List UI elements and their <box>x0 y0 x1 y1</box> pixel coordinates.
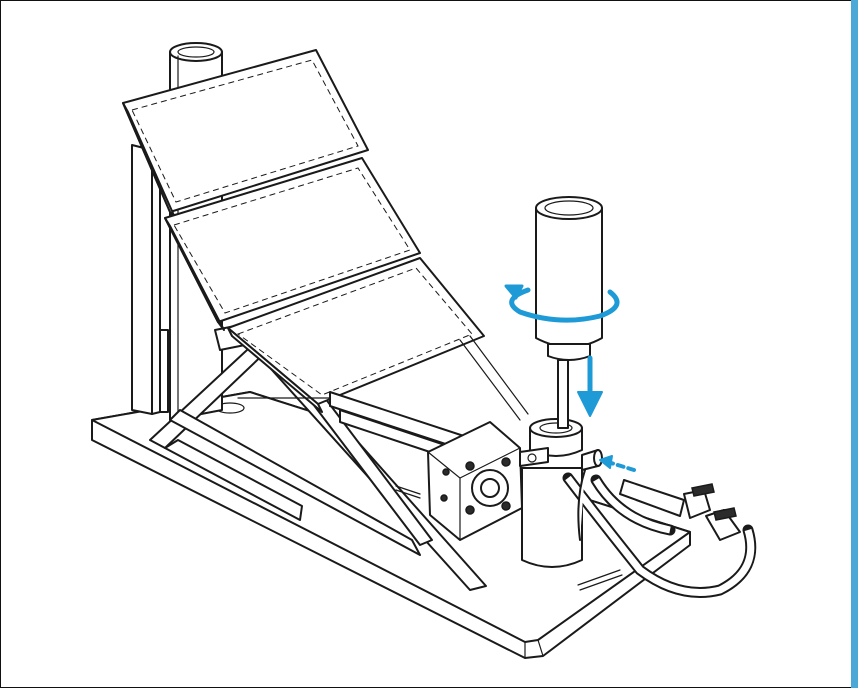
pump-head <box>395 421 523 541</box>
plunger <box>535 196 603 429</box>
down-arrow-icon <box>577 355 603 417</box>
rotation-arrow-icon <box>504 284 620 323</box>
seat-panels <box>122 49 485 413</box>
frame-accent-bar <box>851 0 858 688</box>
hoses <box>562 469 757 598</box>
cylinder-housing <box>519 418 603 568</box>
left-arrow-icon <box>599 455 636 472</box>
